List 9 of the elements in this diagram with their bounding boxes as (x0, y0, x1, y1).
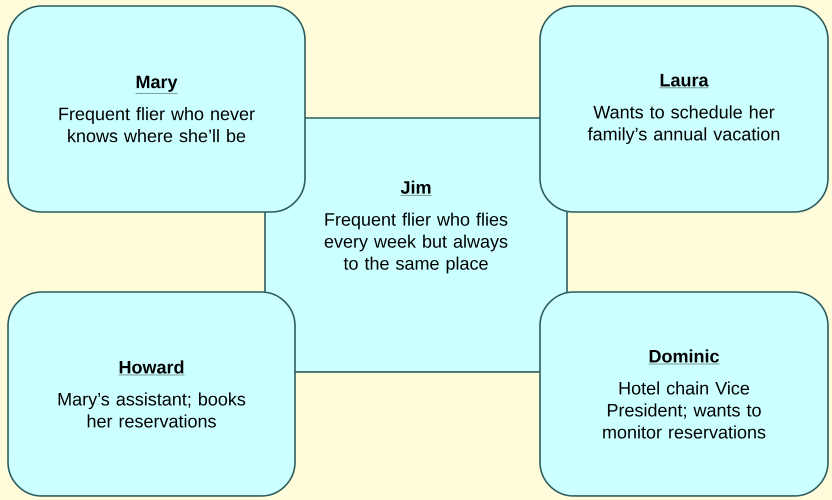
card-text: Laura Wants to schedule her family’s annual vacation (588, 74, 780, 144)
card-text: Dominic Hotel chain Vice President; wants to monitor reservations (603, 349, 766, 439)
persona-card (7, 291, 296, 497)
persona-card (539, 291, 829, 497)
persona-card (7, 5, 306, 213)
card-text: Mary Frequent flier who never knows where she’ll be (59, 76, 255, 142)
card-text: Jim Frequent flier who flies every week but always to the same place (324, 180, 508, 274)
persona-card (539, 5, 829, 213)
card-text: Howard Mary’s assistant; books her reservations (58, 360, 246, 428)
